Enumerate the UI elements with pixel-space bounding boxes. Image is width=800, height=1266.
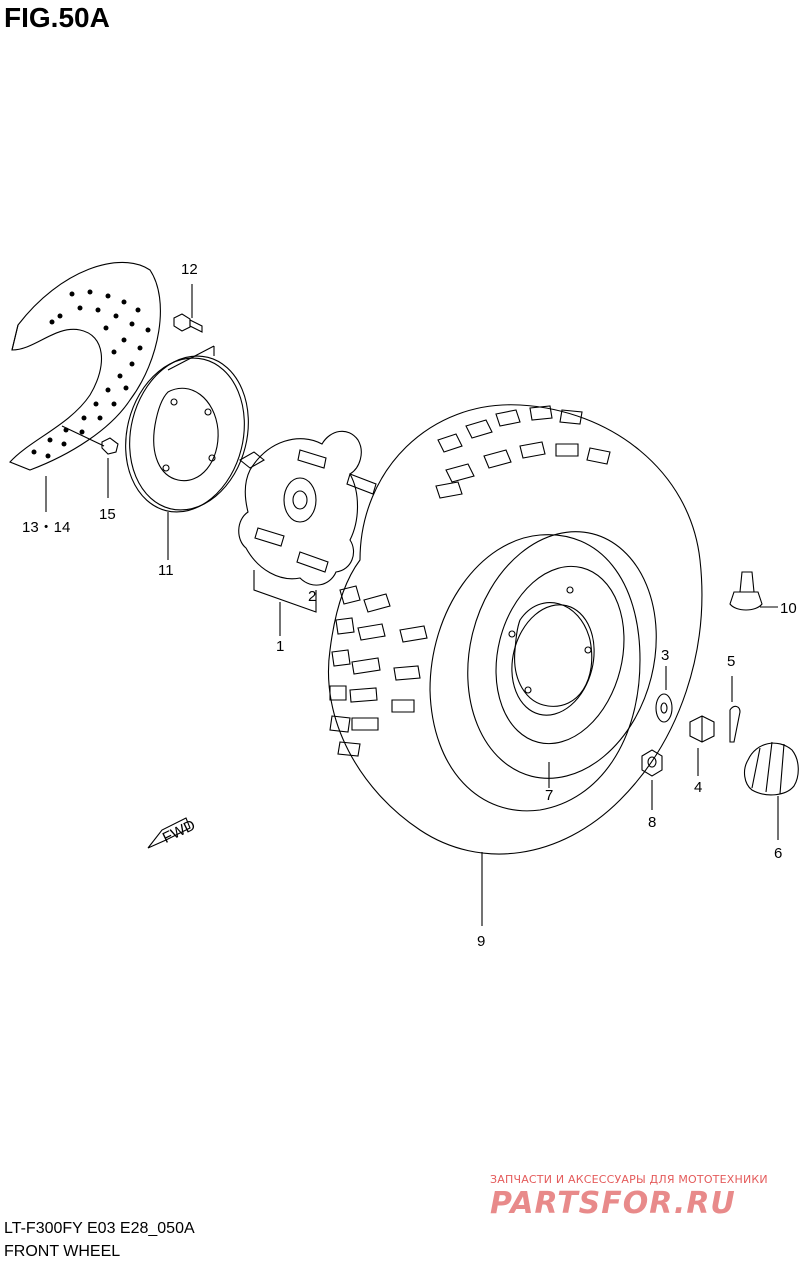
callout-3: 3 [661, 647, 669, 664]
callout-11: 11 [158, 562, 174, 579]
disc-cover-part [9, 261, 161, 512]
nut-part [641, 749, 663, 810]
cotter-pin-part [729, 676, 741, 743]
callout-10: 10 [780, 600, 797, 617]
callout-2: 2 [308, 588, 316, 605]
washer-part [655, 666, 673, 723]
wheel-hub-part [238, 430, 377, 636]
callout-4: 4 [694, 779, 702, 796]
hub-cap-part [743, 741, 799, 840]
callout-15: 15 [99, 506, 116, 523]
tire-tread-blocks [329, 405, 611, 757]
figure-title: FIG.50A [4, 2, 110, 33]
callout-numbers: 1 2 3 4 5 6 7 8 9 10 11 12 13・14 15 [22, 261, 797, 950]
bolt-15-part [61, 425, 119, 498]
watermark-subtitle: ЗАПЧАСТИ И АКСЕССУАРЫ ДЛЯ МОТОТЕХНИКИ [490, 1173, 768, 1186]
callout-1: 1 [276, 638, 284, 655]
wheel-rim-part [495, 565, 625, 788]
callout-7: 7 [545, 787, 553, 804]
callout-13-14: 13・14 [22, 519, 70, 536]
callout-5: 5 [727, 653, 735, 670]
callout-6: 6 [774, 845, 782, 862]
castle-nut-part [689, 715, 715, 776]
brake-disc-part [125, 355, 249, 560]
callout-12: 12 [181, 261, 198, 278]
fwd-direction-arrow [147, 817, 191, 849]
callout-8: 8 [648, 814, 656, 831]
watermark-logo: PARTSFOR.RU [490, 1186, 736, 1221]
air-valve-part [729, 571, 778, 611]
callout-9: 9 [477, 933, 485, 950]
figure-code: LT-F300FY E03 E28_050A [4, 1220, 195, 1237]
figure-name: FRONT WHEEL [4, 1243, 121, 1260]
